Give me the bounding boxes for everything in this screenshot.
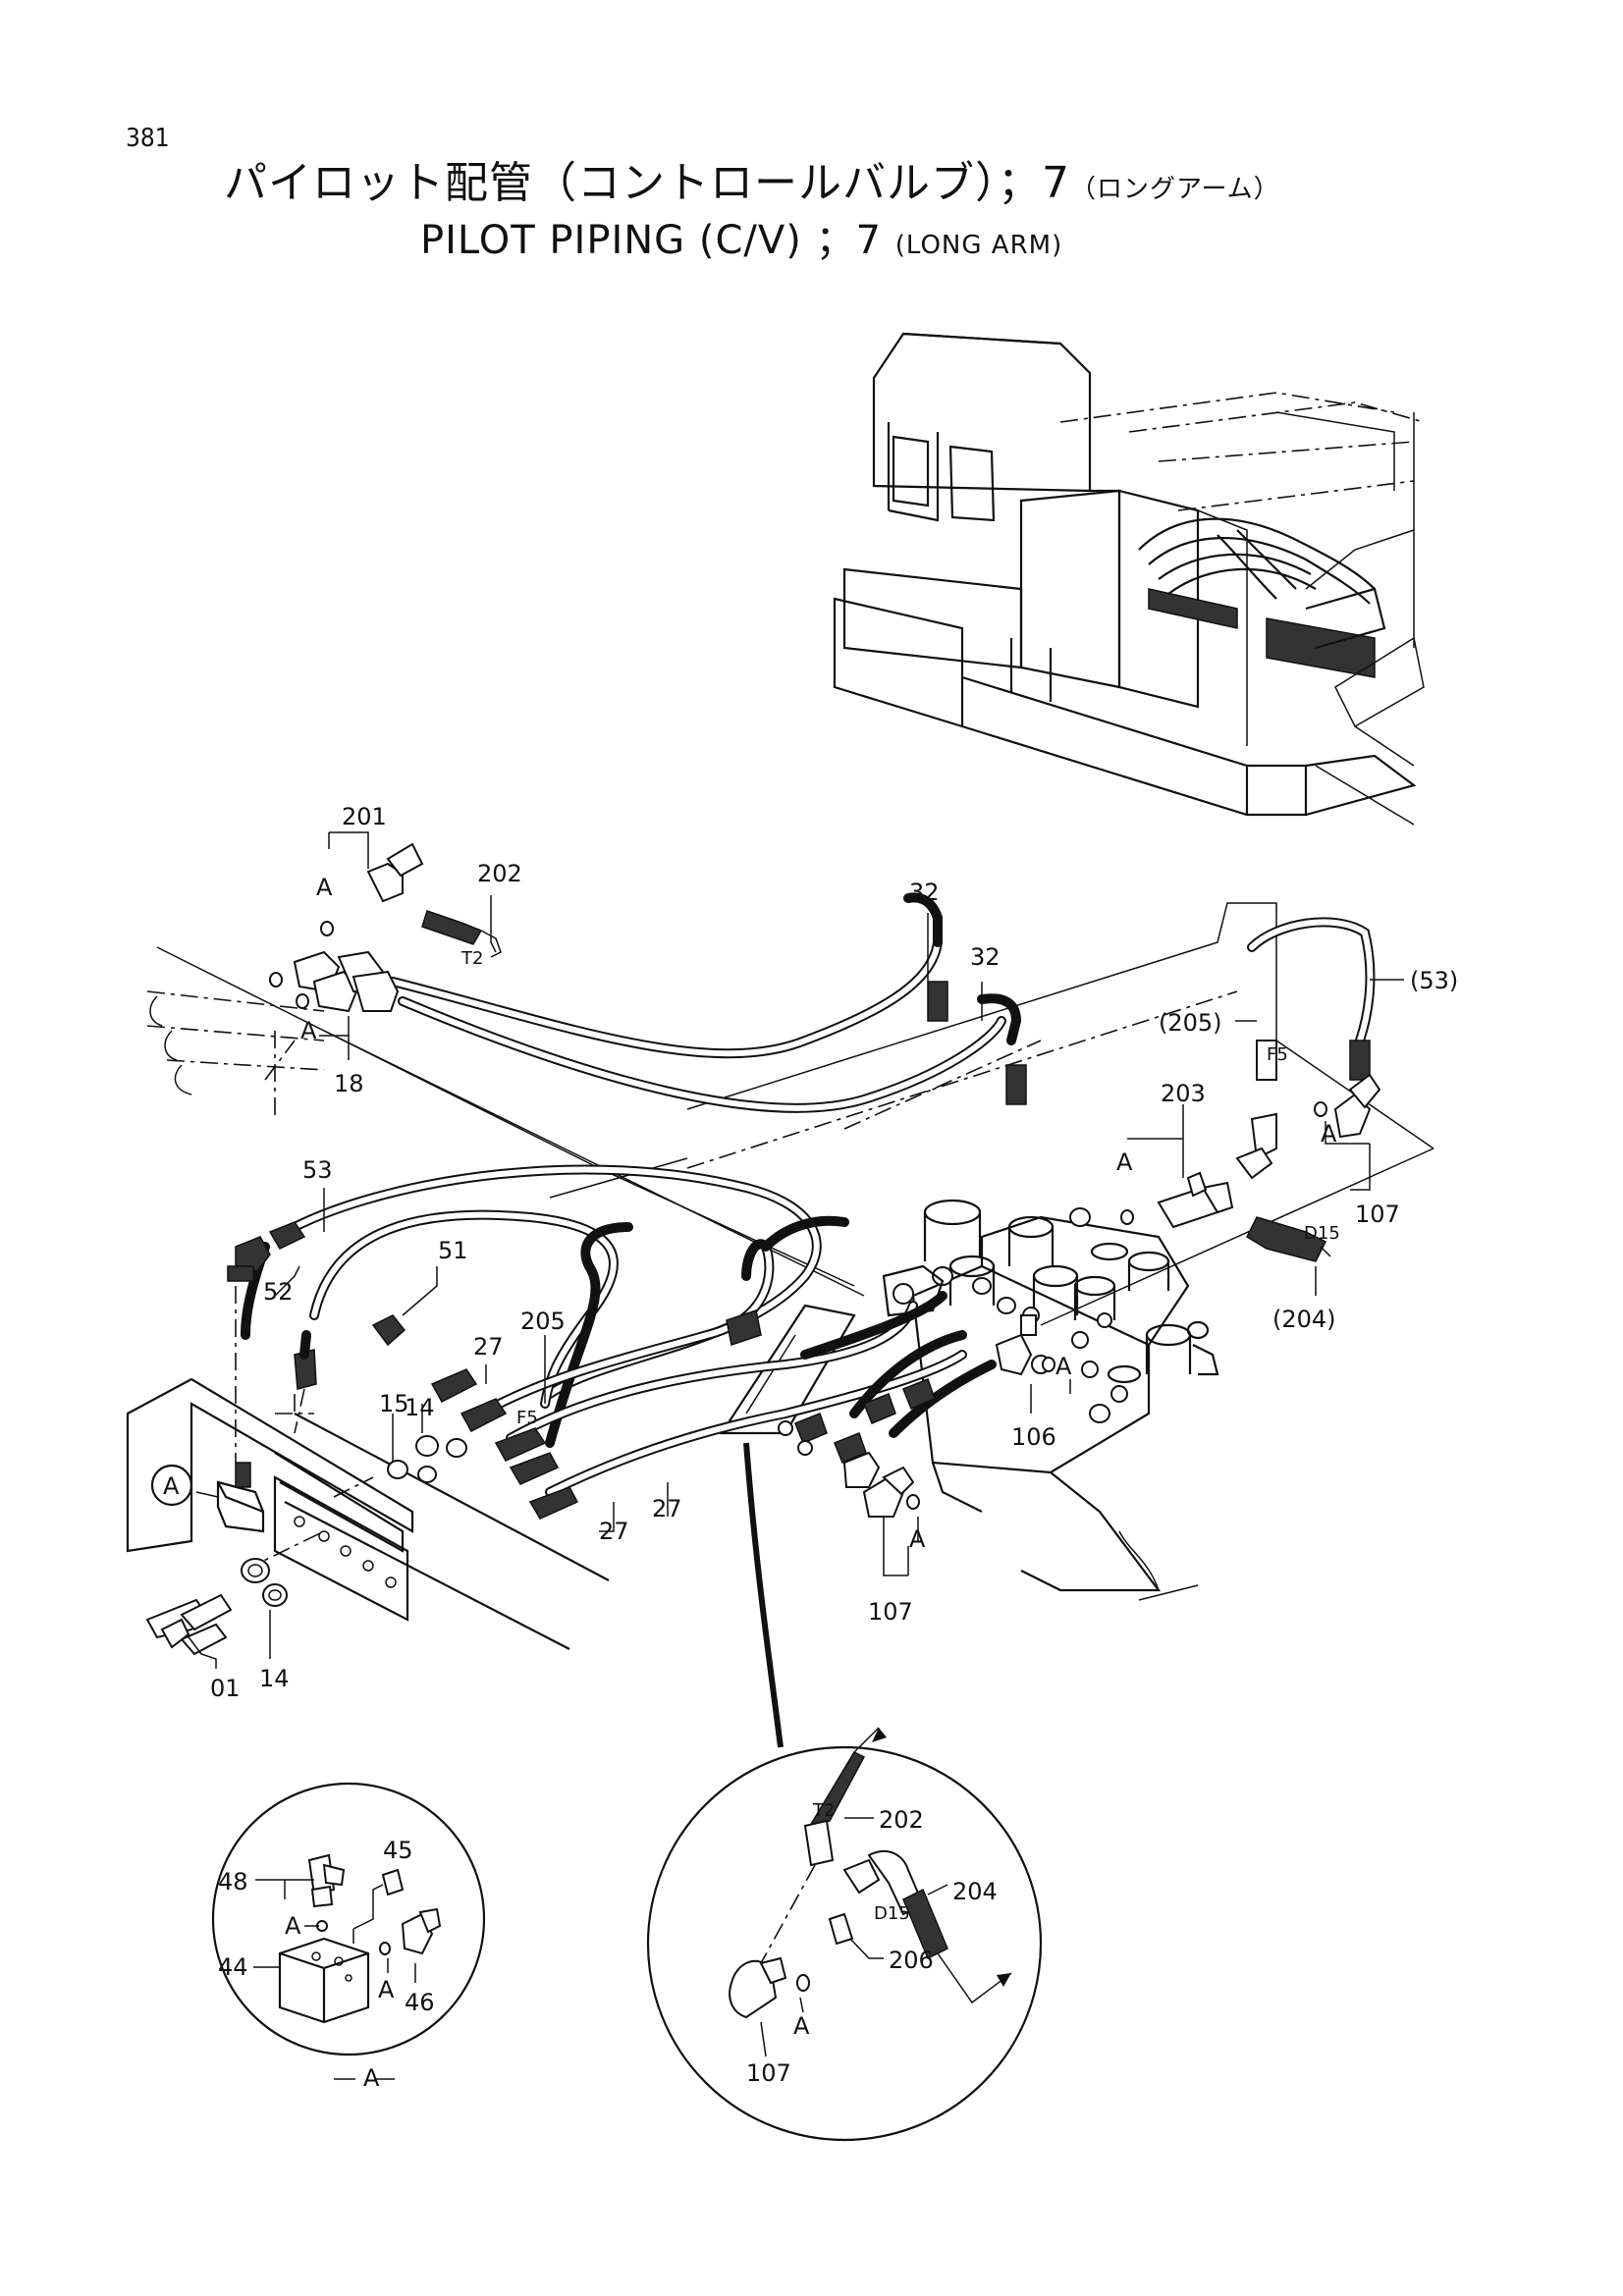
label-51: 51 (438, 1237, 468, 1264)
part-labels: 201 202 T2 A A 18 32 32 (53) (205) F5 20… (150, 803, 1458, 1702)
callout-a-circle (150, 1464, 193, 1507)
main-assembly (126, 902, 1434, 1748)
label-27-c: 27 (652, 1495, 682, 1522)
label-14-a: 14 (405, 1394, 435, 1421)
label-01: 01 (210, 1675, 241, 1702)
label-a-6: A (909, 1525, 926, 1553)
label-32-a: 32 (909, 879, 940, 906)
detail-view-b: T2 202 D15 204 206 A 107 (646, 1727, 1043, 2142)
label-27-b: 27 (599, 1518, 629, 1545)
detail-b-label-204: 204 (952, 1878, 998, 1905)
title-english-suffix: (LONG ARM) (894, 231, 1063, 260)
hoses (241, 892, 1376, 1497)
detail-a-label-a-2: A (378, 1976, 395, 2003)
detail-a-label-45: 45 (383, 1837, 413, 1864)
label-205: 205 (520, 1308, 566, 1335)
label-205-ref-tag: F5 (1267, 1044, 1288, 1065)
fittings (145, 842, 1381, 1656)
label-a-5: A (1055, 1353, 1072, 1380)
leader-lines (186, 831, 1404, 1669)
title-english: PILOT PIPING (C/V) ；7 (LONG ARM) (420, 208, 1062, 265)
title-japanese: パイロット配管（コントロールバルブ）；7（ロングアーム） (224, 147, 1280, 210)
detail-view-a: A 48 4 (211, 1782, 486, 2092)
label-53-ref: (53) (1410, 967, 1458, 994)
label-18: 18 (334, 1070, 364, 1097)
label-14-b: 14 (259, 1665, 290, 1692)
detail-b-label-204-tag: D15 (874, 1903, 910, 1924)
label-27-a: 27 (473, 1333, 504, 1361)
title-japanese-suffix: （ロングアーム） (1070, 175, 1280, 204)
excavator-overview (833, 332, 1425, 826)
label-205-ref: (205) (1159, 1009, 1222, 1037)
label-32-b: 32 (970, 943, 1001, 971)
detail-b-label-202-tag: T2 (812, 1800, 835, 1821)
label-53: 53 (302, 1156, 333, 1184)
title-english-main: PILOT PIPING (C/V) ；7 (420, 218, 883, 263)
detail-a-label-48: 48 (218, 1868, 248, 1896)
label-52: 52 (263, 1278, 294, 1306)
detail-b-label-206: 206 (889, 1947, 934, 1974)
detail-a-view-label: A (363, 2064, 380, 2092)
label-202: 202 (477, 860, 522, 887)
label-107-bottom: 107 (868, 1598, 913, 1626)
detail-b-label-107: 107 (746, 2059, 791, 2087)
label-106: 106 (1011, 1423, 1056, 1451)
detail-a-label-46: 46 (405, 1989, 435, 2016)
callout-a-label: A (163, 1472, 180, 1500)
label-15: 15 (379, 1390, 409, 1417)
label-204-ref-tag: D15 (1304, 1223, 1340, 1244)
label-a-1: A (316, 874, 333, 901)
detail-b-label-202: 202 (879, 1806, 924, 1834)
label-201: 201 (342, 803, 387, 830)
label-204-ref: (204) (1272, 1306, 1336, 1333)
detail-a-label-44: 44 (218, 1953, 248, 1981)
label-a-3: A (1116, 1148, 1133, 1176)
detail-b-label-a: A (793, 2012, 810, 2040)
label-203: 203 (1161, 1080, 1206, 1107)
page-number: 381 (126, 124, 170, 153)
label-107-right: 107 (1355, 1201, 1400, 1228)
label-205-tag: F5 (516, 1408, 538, 1428)
detail-a-label-a-1: A (285, 1912, 301, 1940)
label-a-2: A (300, 1017, 317, 1044)
label-202-tag: T2 (460, 948, 483, 969)
title-japanese-main: パイロット配管（コントロールバルブ）；7 (224, 158, 1070, 208)
label-a-4: A (1321, 1120, 1337, 1148)
